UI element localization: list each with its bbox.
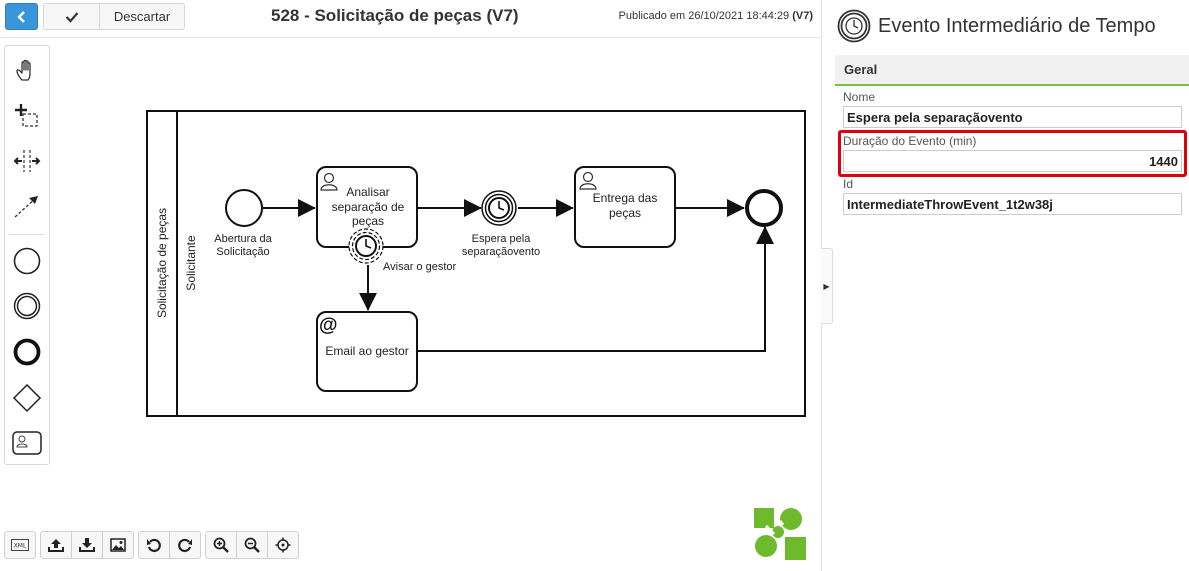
upload-icon	[48, 539, 64, 552]
user-task-icon	[12, 431, 42, 455]
chevron-left-icon	[16, 10, 25, 23]
boundary-event-label: Avisar o gestor	[383, 261, 457, 273]
xml-group: XML	[4, 531, 36, 561]
download-button[interactable]	[71, 531, 103, 559]
bpmn-diagram[interactable]: Solicitação de peças Solicitante Abertur…	[52, 40, 820, 530]
start-event-label: Solicitação	[216, 246, 269, 258]
task-entrega[interactable]: Entrega das peças	[574, 166, 676, 248]
file-group	[40, 531, 134, 561]
task-email[interactable]: @ Email ao gestor	[316, 311, 418, 392]
start-event-label: Abertura da	[214, 233, 272, 245]
boundary-timer-event[interactable]	[348, 228, 384, 264]
timer-event-label: separaçãovento	[462, 246, 540, 258]
highlight-box	[838, 130, 1187, 177]
zoom-group	[205, 531, 299, 561]
upload-button[interactable]	[40, 531, 72, 559]
zoom-out-button[interactable]	[236, 531, 268, 559]
pool[interactable]	[146, 110, 806, 417]
panel-title: Evento Intermediário de Tempo	[878, 14, 1156, 37]
pool-label: Solicitação de peças	[155, 208, 169, 318]
user-task-tool[interactable]	[5, 423, 49, 463]
xml-button[interactable]: XML	[4, 531, 36, 559]
panel-header: Evento Intermediário de Tempo	[837, 8, 1156, 44]
lasso-tool[interactable]	[5, 96, 49, 136]
back-button[interactable]	[5, 3, 38, 30]
svg-text:XML: XML	[14, 543, 27, 550]
fit-center-button[interactable]	[267, 531, 299, 559]
save-button[interactable]	[43, 3, 100, 30]
duration-label: Duração do Evento (min)	[843, 134, 977, 148]
image-icon	[110, 538, 126, 552]
caret-right-icon: ▶	[823, 281, 830, 291]
tool-palette	[4, 45, 50, 465]
page-title: 528 - Solicitação de peças (V7)	[271, 6, 519, 25]
hand-tool-icon	[16, 59, 31, 81]
start-event-tool[interactable]	[5, 241, 49, 281]
timer-event-label: Espera pela	[472, 233, 532, 245]
sequence-flow[interactable]	[417, 226, 774, 352]
intermediate-event-tool[interactable]	[5, 286, 49, 326]
undo-button[interactable]	[138, 531, 170, 559]
timer-event-icon	[837, 9, 871, 43]
intermediate-timer-event[interactable]	[481, 190, 517, 226]
published-version: (V7)	[792, 10, 813, 22]
fit-center-icon	[275, 537, 291, 553]
task-label: peças	[352, 214, 384, 228]
task-label: separação de	[332, 200, 405, 214]
check-icon	[65, 11, 78, 23]
duration-input[interactable]	[843, 150, 1182, 172]
id-input[interactable]	[843, 193, 1182, 215]
undo-icon	[147, 538, 161, 553]
xml-icon: XML	[11, 539, 29, 551]
name-label: Nome	[843, 90, 876, 104]
start-event[interactable]	[225, 189, 263, 227]
id-label: Id	[843, 177, 854, 191]
redo-icon	[178, 538, 192, 553]
lasso-tool-icon	[15, 104, 38, 127]
panel-collapse-handle[interactable]: ▶	[821, 248, 833, 324]
image-button[interactable]	[102, 531, 134, 559]
space-tool[interactable]	[5, 141, 49, 181]
history-group	[138, 531, 201, 561]
user-icon	[320, 172, 338, 191]
gateway-icon	[12, 383, 42, 413]
user-icon	[579, 171, 597, 190]
discard-button[interactable]: Descartar	[100, 3, 185, 30]
palette-divider	[9, 234, 45, 235]
start-event-icon	[13, 247, 41, 275]
lane-label: Solicitante	[184, 235, 198, 291]
zoom-in-icon	[213, 537, 229, 553]
intermediate-event-icon	[13, 292, 41, 320]
diagram-canvas[interactable]: Solicitação de peças Solicitante Abertur…	[52, 40, 820, 530]
task-label: Entrega das	[593, 191, 658, 205]
email-marker-icon: @	[319, 315, 338, 336]
name-input[interactable]	[843, 106, 1182, 128]
app-logo-icon	[754, 508, 806, 560]
end-event-tool[interactable]	[5, 332, 49, 372]
end-event[interactable]	[745, 189, 783, 227]
zoom-out-icon	[244, 537, 260, 553]
zoom-in-button[interactable]	[205, 531, 237, 559]
task-label: Analisar	[346, 185, 389, 199]
section-geral[interactable]: Geral	[835, 55, 1189, 86]
published-date: Publicado em 26/10/2021 18:44:29	[618, 10, 790, 22]
task-label: peças	[609, 206, 641, 220]
download-icon	[79, 538, 95, 552]
space-tool-icon	[13, 150, 41, 172]
redo-button[interactable]	[169, 531, 201, 559]
hand-tool[interactable]	[5, 51, 49, 91]
gateway-tool[interactable]	[5, 378, 49, 418]
top-toolbar: Descartar 528 - Solicitação de peças (V7…	[0, 0, 821, 38]
connect-tool[interactable]	[5, 186, 49, 226]
connect-tool-icon	[14, 196, 38, 218]
bottom-toolbar: XML	[4, 531, 303, 561]
published-info: Publicado em 26/10/2021 18:44:29 (V7)	[619, 10, 813, 22]
properties-panel: Evento Intermediário de Tempo Geral Nome…	[833, 0, 1189, 571]
end-event-icon	[13, 338, 41, 366]
save-discard-group: Descartar	[43, 3, 185, 30]
task-label: Email ao gestor	[325, 344, 408, 358]
